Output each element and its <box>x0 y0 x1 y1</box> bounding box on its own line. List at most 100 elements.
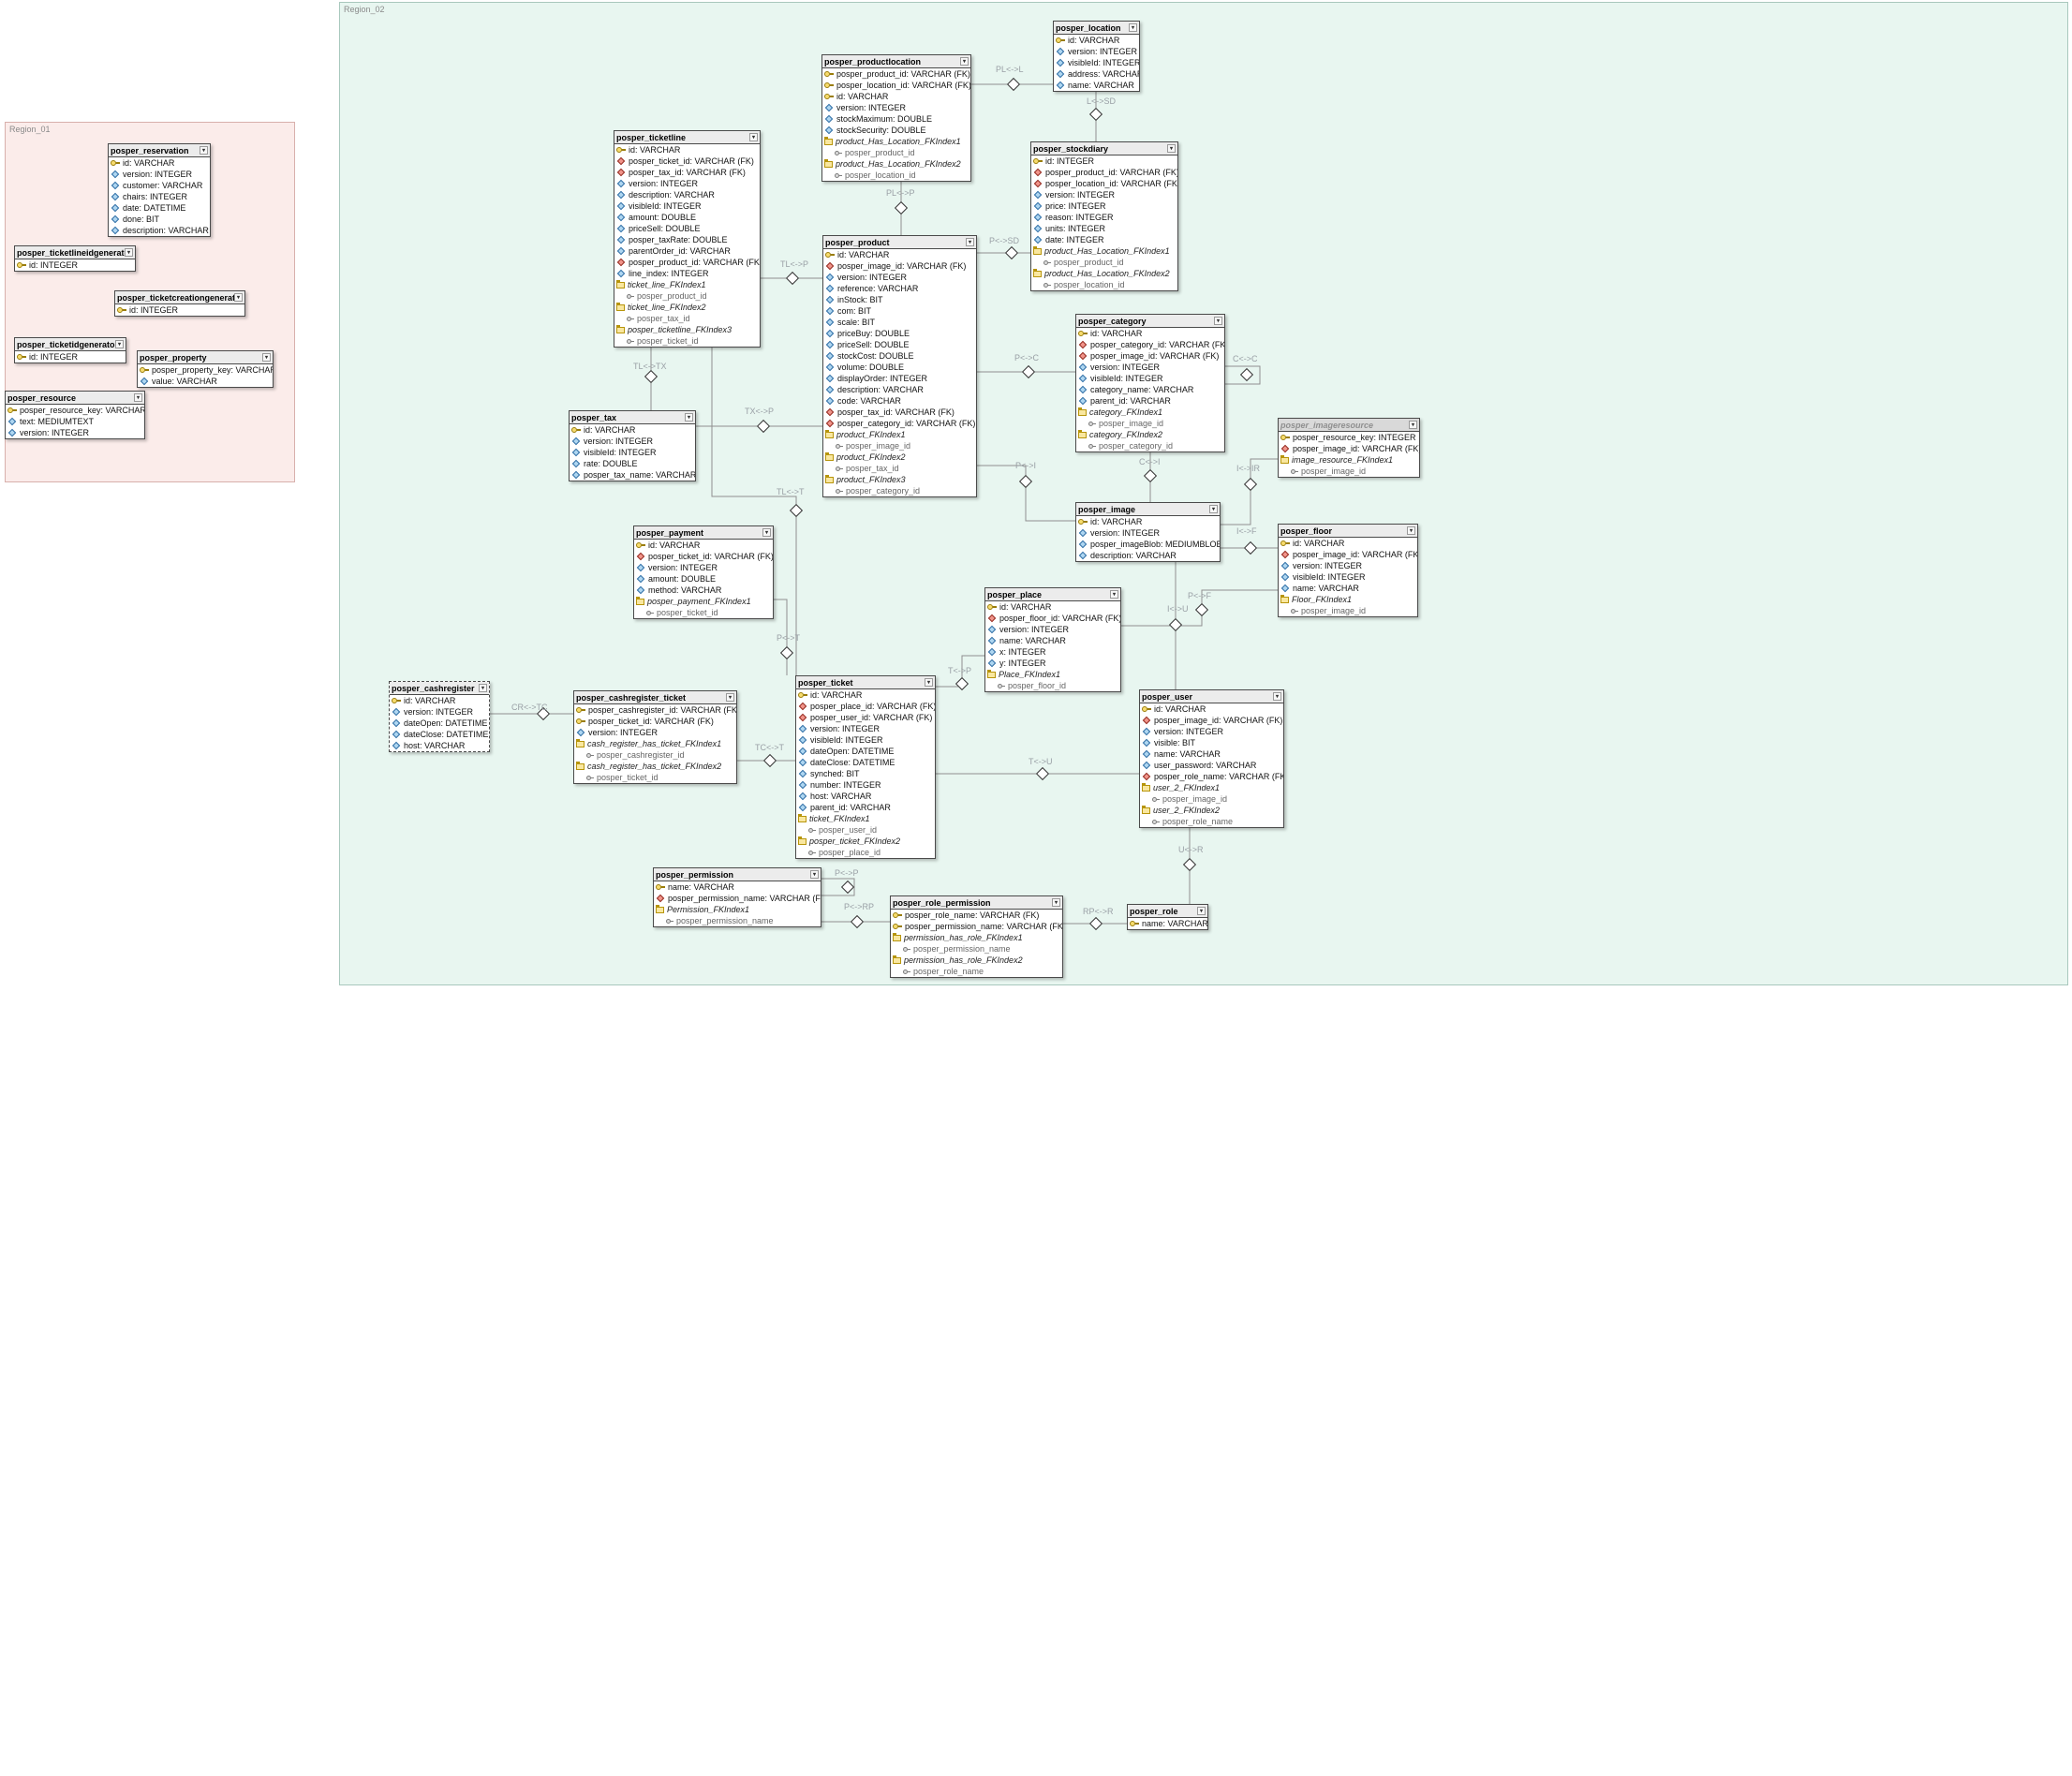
table-header[interactable]: posper_reservation▾ <box>109 144 210 157</box>
relationship-label: P<->C <box>1014 353 1040 363</box>
table-collapse-arrow-icon[interactable]: ▾ <box>749 133 758 141</box>
table-header[interactable]: posper_product▾ <box>823 236 976 249</box>
table-posper_resource[interactable]: posper_resource▾posper_resource_key: VAR… <box>5 391 145 439</box>
table-posper_role_permission[interactable]: posper_role_permission▾posper_role_name:… <box>890 895 1063 978</box>
table-header[interactable]: posper_ticketlineidgenerator▾ <box>15 246 135 259</box>
table-collapse-arrow-icon[interactable]: ▾ <box>762 528 771 537</box>
table-posper_property[interactable]: posper_property▾posper_property_key: VAR… <box>137 350 274 388</box>
table-header[interactable]: posper_role▾ <box>1128 905 1207 918</box>
field-row: version: INTEGER <box>822 102 970 113</box>
table-header[interactable]: posper_user▾ <box>1140 690 1283 703</box>
table-title: posper_ticket <box>798 677 853 688</box>
table-collapse-arrow-icon[interactable]: ▾ <box>1209 505 1218 513</box>
field-text: id: VARCHAR <box>1068 36 1120 45</box>
table-posper_imageresource[interactable]: posper_imageresource▾posper_resource_key… <box>1278 418 1420 478</box>
table-collapse-arrow-icon[interactable]: ▾ <box>200 146 208 155</box>
table-header[interactable]: posper_location▾ <box>1054 22 1139 35</box>
table-collapse-arrow-icon[interactable]: ▾ <box>134 393 142 402</box>
table-collapse-arrow-icon[interactable]: ▾ <box>1129 23 1137 32</box>
table-posper_role[interactable]: posper_role▾name: VARCHAR <box>1127 904 1208 930</box>
primary-key-icon <box>7 407 17 413</box>
table-collapse-arrow-icon[interactable]: ▾ <box>479 684 487 692</box>
table-header[interactable]: posper_category▾ <box>1076 315 1224 328</box>
field-text: amount: DOUBLE <box>629 213 697 222</box>
table-header[interactable]: posper_property▾ <box>138 351 273 364</box>
table-header[interactable]: posper_resource▾ <box>6 392 144 405</box>
field-text: posper_product_id <box>637 291 707 301</box>
table-header[interactable]: posper_ticketline▾ <box>614 131 760 144</box>
table-collapse-arrow-icon[interactable]: ▾ <box>1407 526 1415 535</box>
table-header[interactable]: posper_ticketcreationgenerator▾ <box>115 291 244 304</box>
table-collapse-arrow-icon[interactable]: ▾ <box>1197 907 1206 915</box>
table-collapse-arrow-icon[interactable]: ▾ <box>125 248 133 257</box>
table-collapse-arrow-icon[interactable]: ▾ <box>1110 590 1118 599</box>
table-header[interactable]: posper_image▾ <box>1076 503 1220 516</box>
table-header[interactable]: posper_tax▾ <box>570 411 695 424</box>
table-posper_productlocation[interactable]: posper_productlocation▾posper_product_id… <box>821 54 971 182</box>
index-column-icon <box>998 683 1005 688</box>
index-icon <box>1078 407 1087 416</box>
table-collapse-arrow-icon[interactable]: ▾ <box>966 238 974 246</box>
table-collapse-arrow-icon[interactable]: ▾ <box>234 293 243 302</box>
table-posper_ticketcreationgenerator[interactable]: posper_ticketcreationgenerator▾id: INTEG… <box>114 290 245 317</box>
table-header[interactable]: posper_permission▾ <box>654 868 821 881</box>
table-header[interactable]: posper_cashregister▾ <box>390 682 489 695</box>
table-posper_ticketlineidgenerator[interactable]: posper_ticketlineidgenerator▾id: INTEGER <box>14 245 136 272</box>
table-collapse-arrow-icon[interactable]: ▾ <box>1273 692 1281 701</box>
table-collapse-arrow-icon[interactable]: ▾ <box>960 57 969 66</box>
field-row: dateOpen: DATETIME <box>390 718 489 729</box>
table-collapse-arrow-icon[interactable]: ▾ <box>115 340 124 348</box>
column-icon <box>798 792 807 801</box>
table-collapse-arrow-icon[interactable]: ▾ <box>1167 144 1176 153</box>
table-collapse-arrow-icon[interactable]: ▾ <box>925 678 933 687</box>
table-header[interactable]: posper_imageresource▾ <box>1279 419 1419 432</box>
table-posper_cashregister_ticket[interactable]: posper_cashregister_ticket▾posper_cashre… <box>573 690 737 784</box>
table-collapse-arrow-icon[interactable]: ▾ <box>1214 317 1222 325</box>
table-collapse-arrow-icon[interactable]: ▾ <box>810 870 819 879</box>
table-header[interactable]: posper_stockdiary▾ <box>1031 142 1177 155</box>
field-text: date: INTEGER <box>1045 235 1104 244</box>
table-collapse-arrow-icon[interactable]: ▾ <box>1052 898 1060 907</box>
table-collapse-arrow-icon[interactable]: ▾ <box>1409 421 1417 429</box>
field-text: host: VARCHAR <box>810 792 872 801</box>
field-row: stockMaximum: DOUBLE <box>822 113 970 125</box>
table-header[interactable]: posper_place▾ <box>985 588 1120 601</box>
field-row: product_FKIndex3 <box>823 474 976 485</box>
region-region_02[interactable]: Region_02 <box>339 2 2068 985</box>
table-collapse-arrow-icon[interactable]: ▾ <box>685 413 693 422</box>
table-header[interactable]: posper_productlocation▾ <box>822 55 970 68</box>
table-header[interactable]: posper_cashregister_ticket▾ <box>574 691 736 704</box>
table-collapse-arrow-icon[interactable]: ▾ <box>726 693 734 702</box>
field-row: posper_ticket_id: VARCHAR (FK) <box>634 551 773 562</box>
table-header[interactable]: posper_ticketidgenerator▾ <box>15 338 126 351</box>
table-header[interactable]: posper_floor▾ <box>1279 525 1417 538</box>
primary-key-icon <box>571 427 581 433</box>
field-text: stockCost: DOUBLE <box>837 351 914 361</box>
foreign-key-icon <box>1280 550 1290 559</box>
field-text: cash_register_has_ticket_FKIndex1 <box>587 739 722 748</box>
table-header[interactable]: posper_ticket ▾ <box>796 676 935 689</box>
table-header[interactable]: posper_payment▾ <box>634 526 773 540</box>
field-row: posper_property_key: VARCHAR <box>138 364 273 376</box>
field-row: posper_product_id: VARCHAR (FK) <box>1031 167 1177 178</box>
table-posper_ticketidgenerator[interactable]: posper_ticketidgenerator▾id: INTEGER <box>14 337 126 363</box>
table-header[interactable]: posper_role_permission▾ <box>891 896 1062 910</box>
field-text: posper_role_name: VARCHAR (FK) <box>905 910 1040 920</box>
primary-key-icon <box>140 367 149 373</box>
table-collapse-arrow-icon[interactable]: ▾ <box>262 353 271 362</box>
